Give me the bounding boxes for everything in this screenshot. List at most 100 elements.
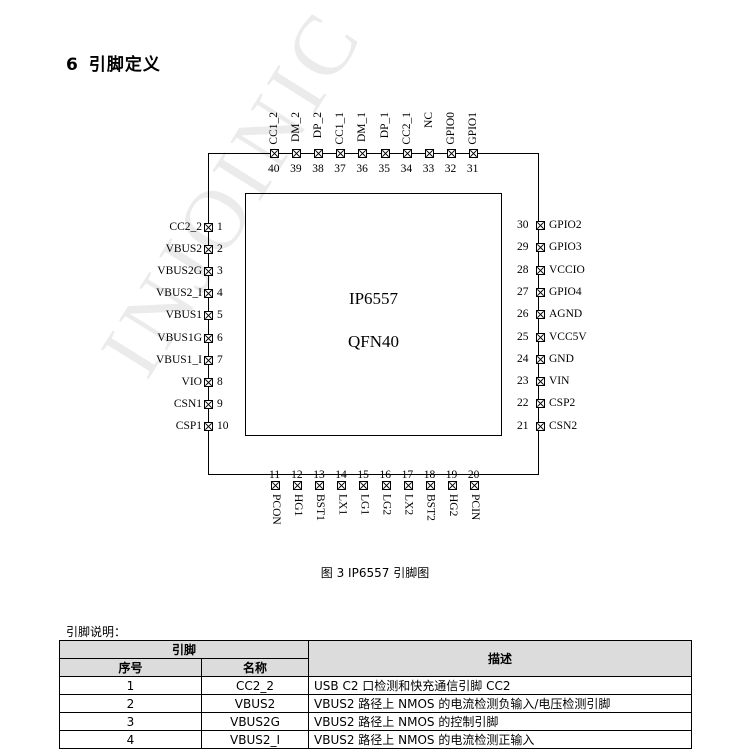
pin-number-bottom: 18 bbox=[423, 469, 436, 481]
pin-name-top: NC bbox=[422, 112, 435, 128]
pin-number-left: 7 bbox=[217, 353, 223, 366]
pin-name-top: CC1_2 bbox=[268, 112, 280, 145]
pin-number-right: 27 bbox=[517, 285, 529, 298]
pin-number-left: 4 bbox=[217, 287, 223, 300]
pin-name-right: GND bbox=[549, 352, 574, 365]
pin-name-top: CC2_1 bbox=[400, 112, 413, 145]
no-header: 序号 bbox=[59, 658, 202, 677]
pin-name-cell: CC2_2 bbox=[200, 676, 310, 695]
pin-marker bbox=[204, 421, 213, 431]
pin-name-top: DP_2 bbox=[312, 112, 325, 139]
pin-name-bottom: PCIN bbox=[468, 494, 481, 521]
pin-number-top: 36 bbox=[356, 163, 368, 175]
pin-number-left: 10 bbox=[217, 419, 229, 432]
pin-name-left: VBUS2_I bbox=[155, 287, 202, 300]
pin-number-top: 34 bbox=[400, 163, 413, 175]
pin-name-left: VBUS1_I bbox=[155, 353, 202, 366]
pin-name-bottom: PCON bbox=[270, 494, 282, 525]
pin-number-top: 38 bbox=[312, 163, 324, 175]
pin-marker bbox=[536, 399, 545, 409]
pin-number-cell: 2 bbox=[59, 694, 202, 713]
pin-number-right: 21 bbox=[517, 419, 529, 432]
pin-number-top: 40 bbox=[268, 163, 280, 175]
pin-name-left: CC2_2 bbox=[169, 221, 202, 233]
pin-marker bbox=[425, 481, 435, 490]
pin-marker bbox=[270, 149, 279, 158]
pin-marker bbox=[204, 245, 213, 255]
pin-marker bbox=[358, 149, 368, 158]
pin-name-left: CSP1 bbox=[175, 419, 202, 432]
pin-name-cell: VBUS2G bbox=[200, 712, 310, 731]
pin-name-top: DM_2 bbox=[290, 112, 303, 143]
pin-number-top: 31 bbox=[466, 163, 479, 175]
pin-marker bbox=[204, 311, 213, 321]
pin-desc-cell: VBUS2 路径上 NMOS 的控制引脚 bbox=[308, 712, 692, 731]
pin-marker bbox=[469, 481, 479, 490]
pin-name-top: CC1_1 bbox=[334, 112, 347, 145]
pin-number-left: 5 bbox=[217, 309, 223, 322]
pin-number-bottom: 16 bbox=[379, 469, 392, 481]
pin-marker bbox=[468, 149, 478, 158]
pin-name-left: VBUS2G bbox=[157, 265, 202, 278]
pin-name-top: DM_1 bbox=[356, 112, 369, 143]
pin-name-bottom: LX2 bbox=[402, 494, 415, 516]
section-number: 6 bbox=[66, 55, 79, 75]
pin-number-cell: 3 bbox=[59, 712, 202, 731]
pin-group-header: 引脚 bbox=[58, 640, 310, 659]
pin-number-left: 3 bbox=[217, 265, 223, 278]
pin-number-right: 23 bbox=[517, 375, 529, 388]
pin-marker bbox=[204, 333, 213, 343]
pin-marker bbox=[204, 377, 213, 387]
pin-name-right: GPIO3 bbox=[549, 241, 582, 254]
chip-package: QFN40 bbox=[347, 332, 399, 351]
pin-marker bbox=[424, 149, 434, 158]
pin-name-top: GPIO1 bbox=[466, 112, 479, 145]
pin-name-top: DP_1 bbox=[378, 112, 391, 139]
pin-name-bottom: LX1 bbox=[336, 494, 349, 516]
pin-name-top: GPIO0 bbox=[444, 112, 457, 145]
pin-number-bottom: 14 bbox=[335, 469, 347, 481]
pin-marker bbox=[337, 481, 347, 490]
pin-number-right: 29 bbox=[517, 241, 529, 254]
pin-number-right: 22 bbox=[517, 397, 529, 410]
pin-marker bbox=[204, 399, 213, 409]
pin-number-top: 33 bbox=[422, 163, 435, 175]
pin-marker bbox=[536, 310, 545, 320]
pin-name-left: CSN1 bbox=[173, 397, 202, 410]
pin-number-right: 28 bbox=[517, 263, 529, 276]
pin-marker bbox=[204, 267, 213, 277]
pin-number-top: 32 bbox=[444, 163, 457, 175]
pin-number-cell: 1 bbox=[59, 676, 202, 695]
pin-number-bottom: 17 bbox=[401, 469, 414, 481]
pin-marker bbox=[536, 421, 545, 431]
pin-number-bottom: 12 bbox=[291, 469, 303, 481]
table-intro: 引脚说明： bbox=[66, 625, 127, 639]
pin-marker bbox=[381, 481, 391, 490]
pin-number-left: 9 bbox=[217, 397, 223, 410]
desc-header: 描述 bbox=[308, 640, 692, 677]
pin-marker bbox=[536, 221, 545, 230]
pin-number-right: 25 bbox=[517, 330, 529, 343]
pin-marker bbox=[204, 223, 213, 232]
die-outline bbox=[245, 193, 502, 436]
figure-caption: 图 3 IP6557 引脚图 bbox=[320, 566, 430, 580]
pin-marker bbox=[536, 265, 545, 275]
pin-marker bbox=[292, 149, 302, 158]
pin-marker bbox=[336, 149, 346, 158]
pin-name-right: VCC5V bbox=[549, 330, 587, 343]
pin-name-right: VCCIO bbox=[549, 263, 585, 276]
pin-marker bbox=[293, 481, 303, 490]
pin-name-left: VIO bbox=[181, 375, 202, 388]
pin-number-right: 30 bbox=[517, 219, 529, 231]
pin-name-left: VBUS1 bbox=[165, 309, 202, 322]
pin-marker bbox=[446, 149, 456, 158]
pin-name-bottom: BST2 bbox=[424, 494, 437, 521]
pin-number-bottom: 20 bbox=[467, 469, 480, 481]
pin-marker bbox=[380, 149, 390, 158]
pin-name-bottom: LG1 bbox=[358, 494, 371, 516]
pin-number-bottom: 15 bbox=[357, 469, 369, 481]
pin-marker bbox=[403, 481, 413, 490]
pin-number-top: 39 bbox=[290, 163, 302, 175]
pin-number-top: 37 bbox=[334, 163, 346, 175]
pin-name-bottom: HG2 bbox=[446, 494, 459, 517]
